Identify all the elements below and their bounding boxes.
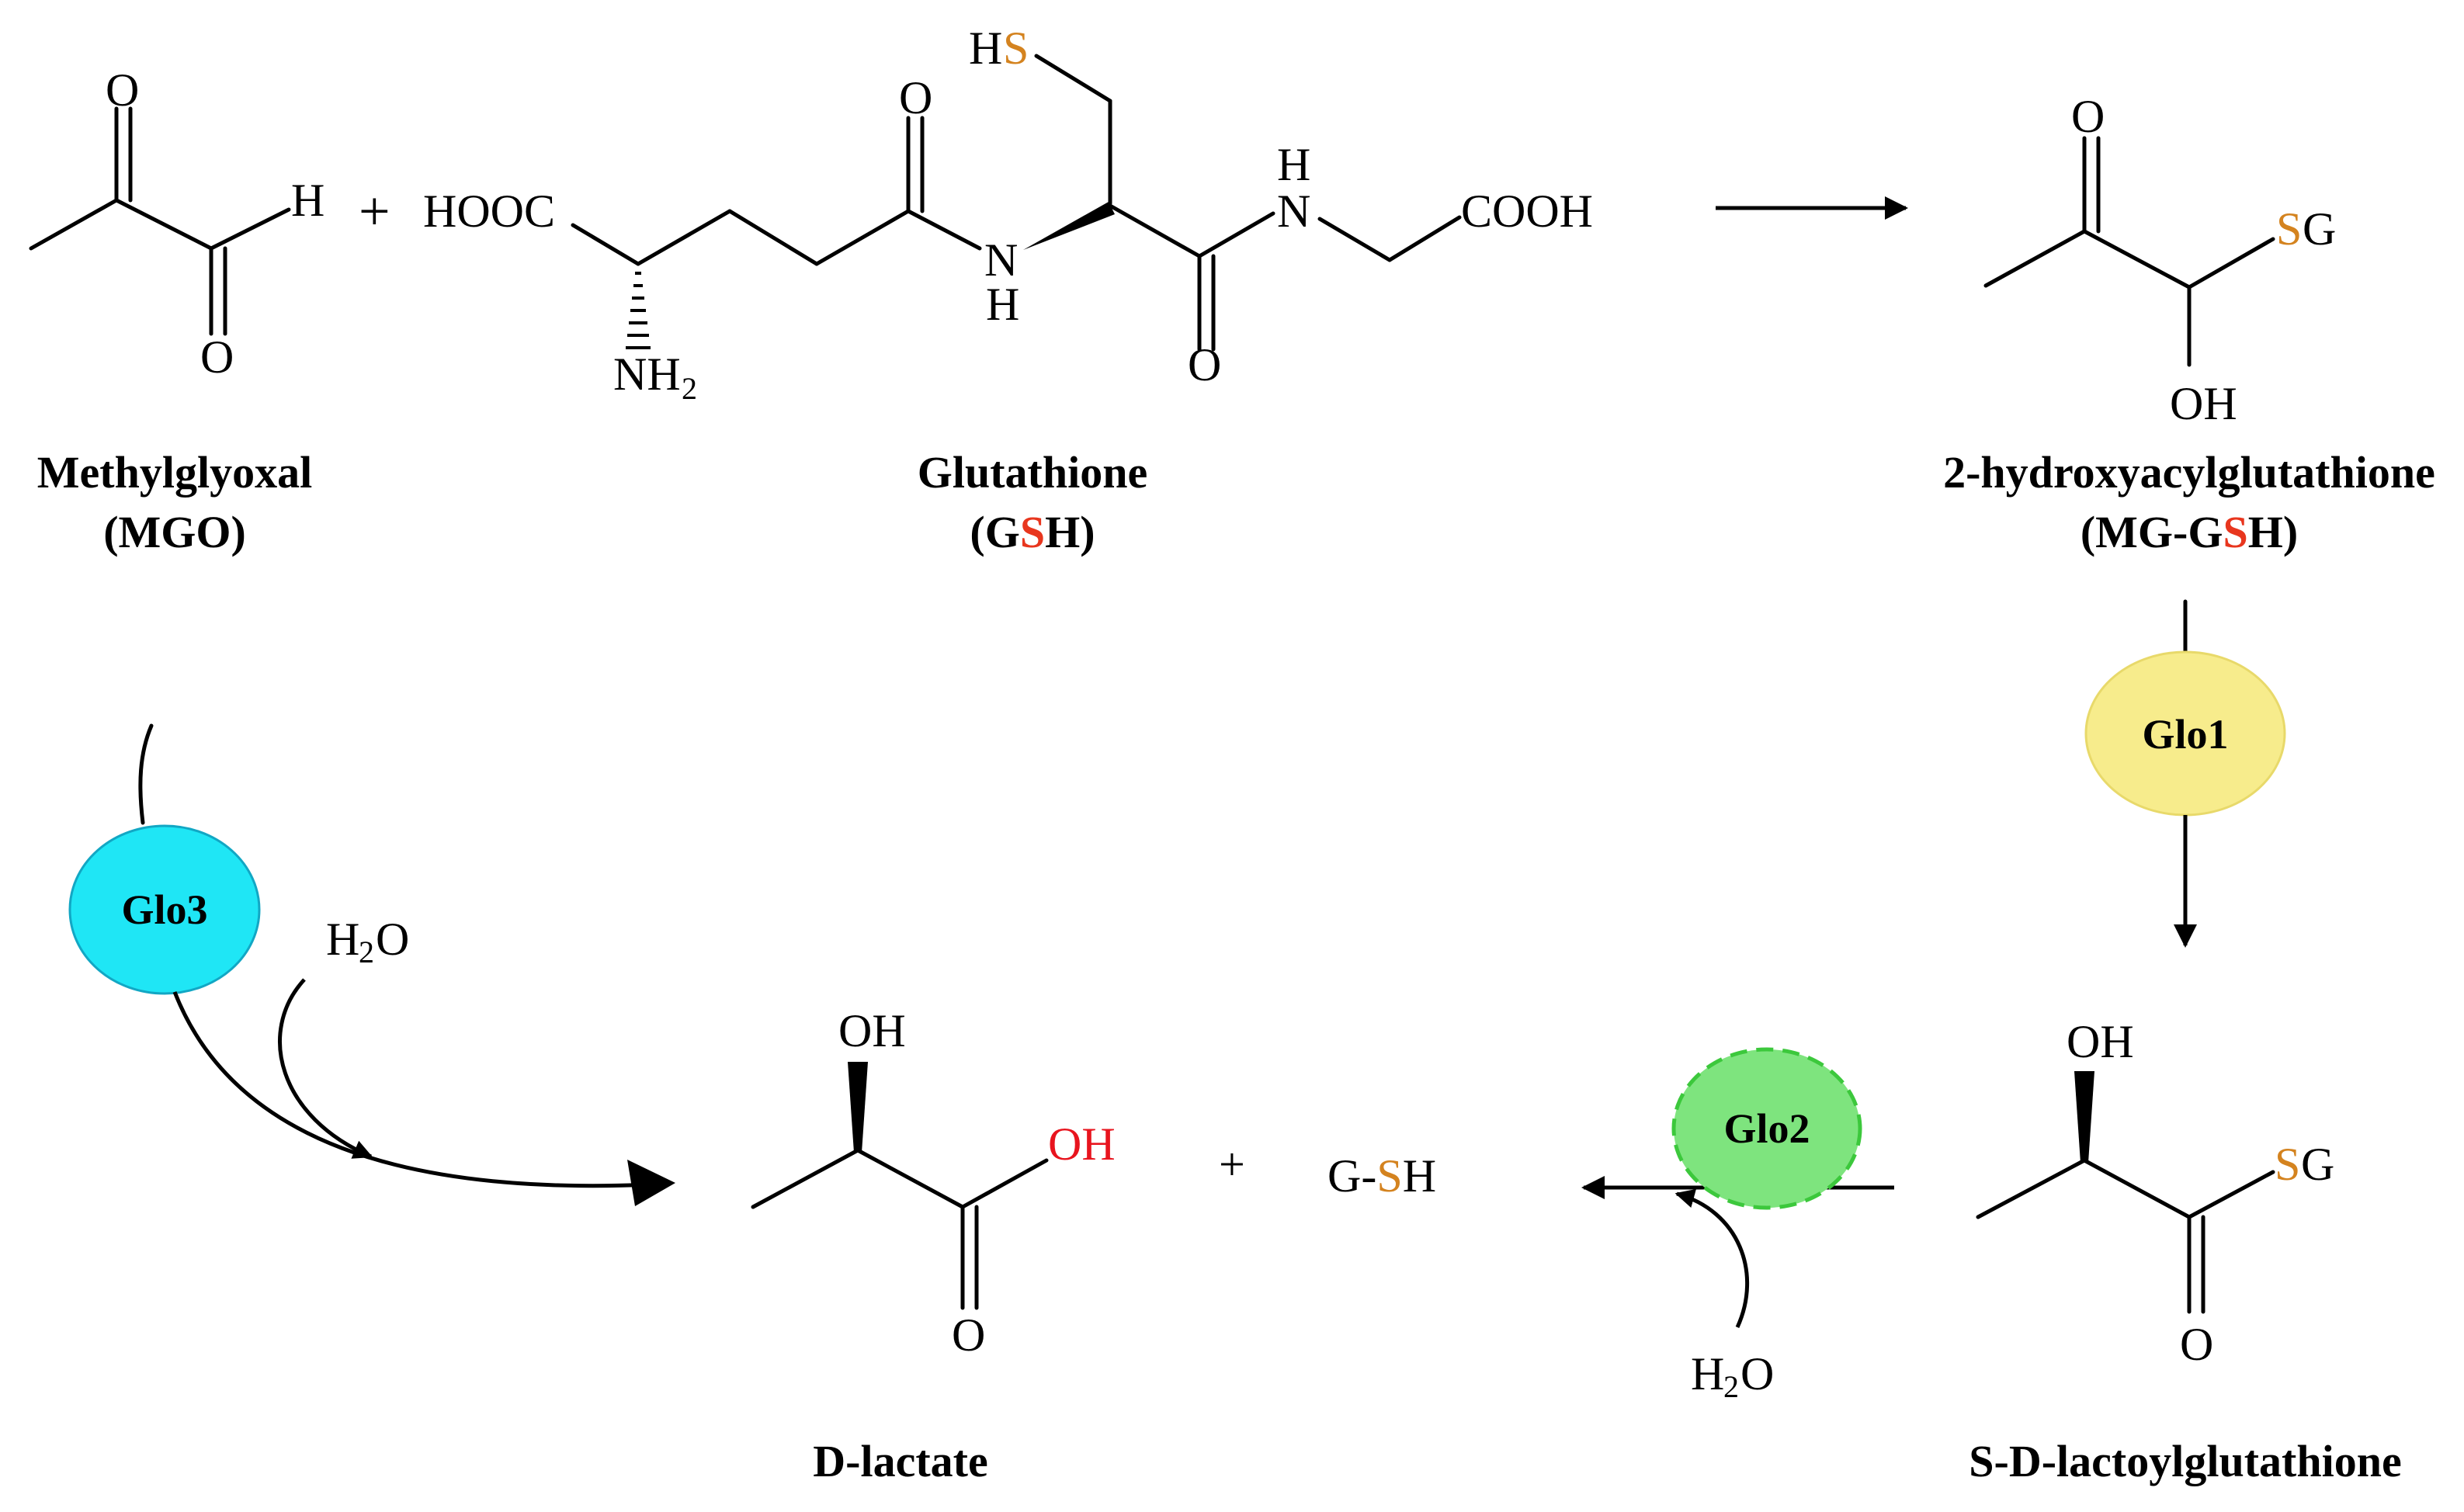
mggsh-glutathionyl: G (2303, 203, 2336, 255)
dlactate-structure: OH OH O (751, 1005, 1116, 1361)
glo3-arrowhead (627, 1160, 675, 1206)
gsh-abbreviation: (GSH) (970, 507, 1095, 557)
gsh-cooh: COOH (1461, 186, 1593, 237)
mgo-oxygen-bottom: O (200, 331, 234, 383)
mggsh-name: 2-hydroxyacylglutathione (1943, 447, 2435, 498)
sdl-hydroxyl: OH (2067, 1016, 2134, 1067)
svg-text:2: 2 (359, 935, 374, 969)
methylglyoxal-structure: O O H (29, 64, 324, 383)
svg-text:O: O (376, 914, 409, 965)
glo3-label: Glo3 (121, 886, 207, 933)
svg-text:H: H (326, 914, 359, 965)
dlactate-oxygen: O (952, 1309, 985, 1361)
gsh-oxygen-1: O (899, 72, 932, 123)
dlactate-hydroxyl: OH (838, 1005, 906, 1056)
glo3-arrow-top (138, 723, 154, 825)
glo2-water: H 2 O (1691, 1348, 1774, 1404)
glo3-water: H 2 O (326, 914, 409, 969)
glo3-main-arrow (172, 991, 653, 1188)
gsh-hs-hydrogen: H (969, 23, 1002, 74)
dlactate-bold-wedge (848, 1062, 868, 1153)
sdl-name: S-D-lactoylglutathione (1969, 1436, 2401, 1486)
reactant-plus-sign: + (359, 180, 390, 242)
gsh-product: G-SH (1327, 1150, 1436, 1202)
svg-text:2: 2 (1723, 1369, 1739, 1404)
hemithioacetal-structure: O S G OH (1983, 91, 2336, 429)
sdl-sulfur: S (2275, 1139, 2300, 1190)
svg-text:H: H (1691, 1348, 1724, 1399)
mggsh-sulfur: S (2276, 203, 2302, 255)
mgo-hydrogen: H (291, 175, 324, 226)
gsh-amide-h1: H (986, 279, 1019, 330)
glutathione-structure: H S HOOC O N H NH 2 O (423, 23, 1593, 406)
glo2-label: Glo2 (1723, 1105, 1810, 1152)
gsh-oxygen-2: O (1188, 339, 1221, 390)
sdl-oxygen: O (2180, 1319, 2213, 1370)
sdl-glutathionyl: G (2301, 1139, 2334, 1190)
sdl-bold-wedge (2074, 1071, 2094, 1163)
glo2-enzyme (1671, 1047, 1862, 1210)
mgo-abbreviation: (MGO) (103, 507, 246, 557)
gsh-amide-n1: N (984, 234, 1018, 286)
glo3-enzyme (68, 824, 261, 995)
glo1-label: Glo1 (2142, 711, 2228, 758)
gsh-amine-subscript: 2 (682, 371, 697, 406)
dlactate-acid-hydroxyl: OH (1048, 1118, 1116, 1170)
mggsh-abbreviation: (MG-GSH) (2081, 507, 2298, 557)
gsh-amide-h2: H (1277, 139, 1310, 190)
dlactate-name: D-lactate (813, 1436, 987, 1486)
gsh-amine-nh: NH (613, 349, 681, 400)
gsh-name: Glutathione (918, 447, 1148, 498)
mgo-name: Methylglyoxal (37, 447, 312, 498)
gsh-hashed-wedge (626, 272, 651, 349)
product-plus-sign: + (1219, 1139, 1245, 1190)
gsh-amide-n2: N (1277, 186, 1310, 237)
gsh-hs-sulfur: S (1003, 23, 1029, 74)
glo3-water-arrow (278, 978, 373, 1159)
glo2-water-arrow (1674, 1188, 1750, 1329)
svg-text:O: O (1740, 1348, 1774, 1399)
lactoylglutathione-structure: OH S G O (1976, 1016, 2334, 1370)
mggsh-oxygen: O (2071, 91, 2105, 142)
gsh-bold-wedge (1023, 202, 1115, 250)
mggsh-hydroxyl: OH (2170, 378, 2237, 429)
gsh-hooc: HOOC (423, 186, 555, 237)
mgo-oxygen-top: O (106, 64, 139, 116)
